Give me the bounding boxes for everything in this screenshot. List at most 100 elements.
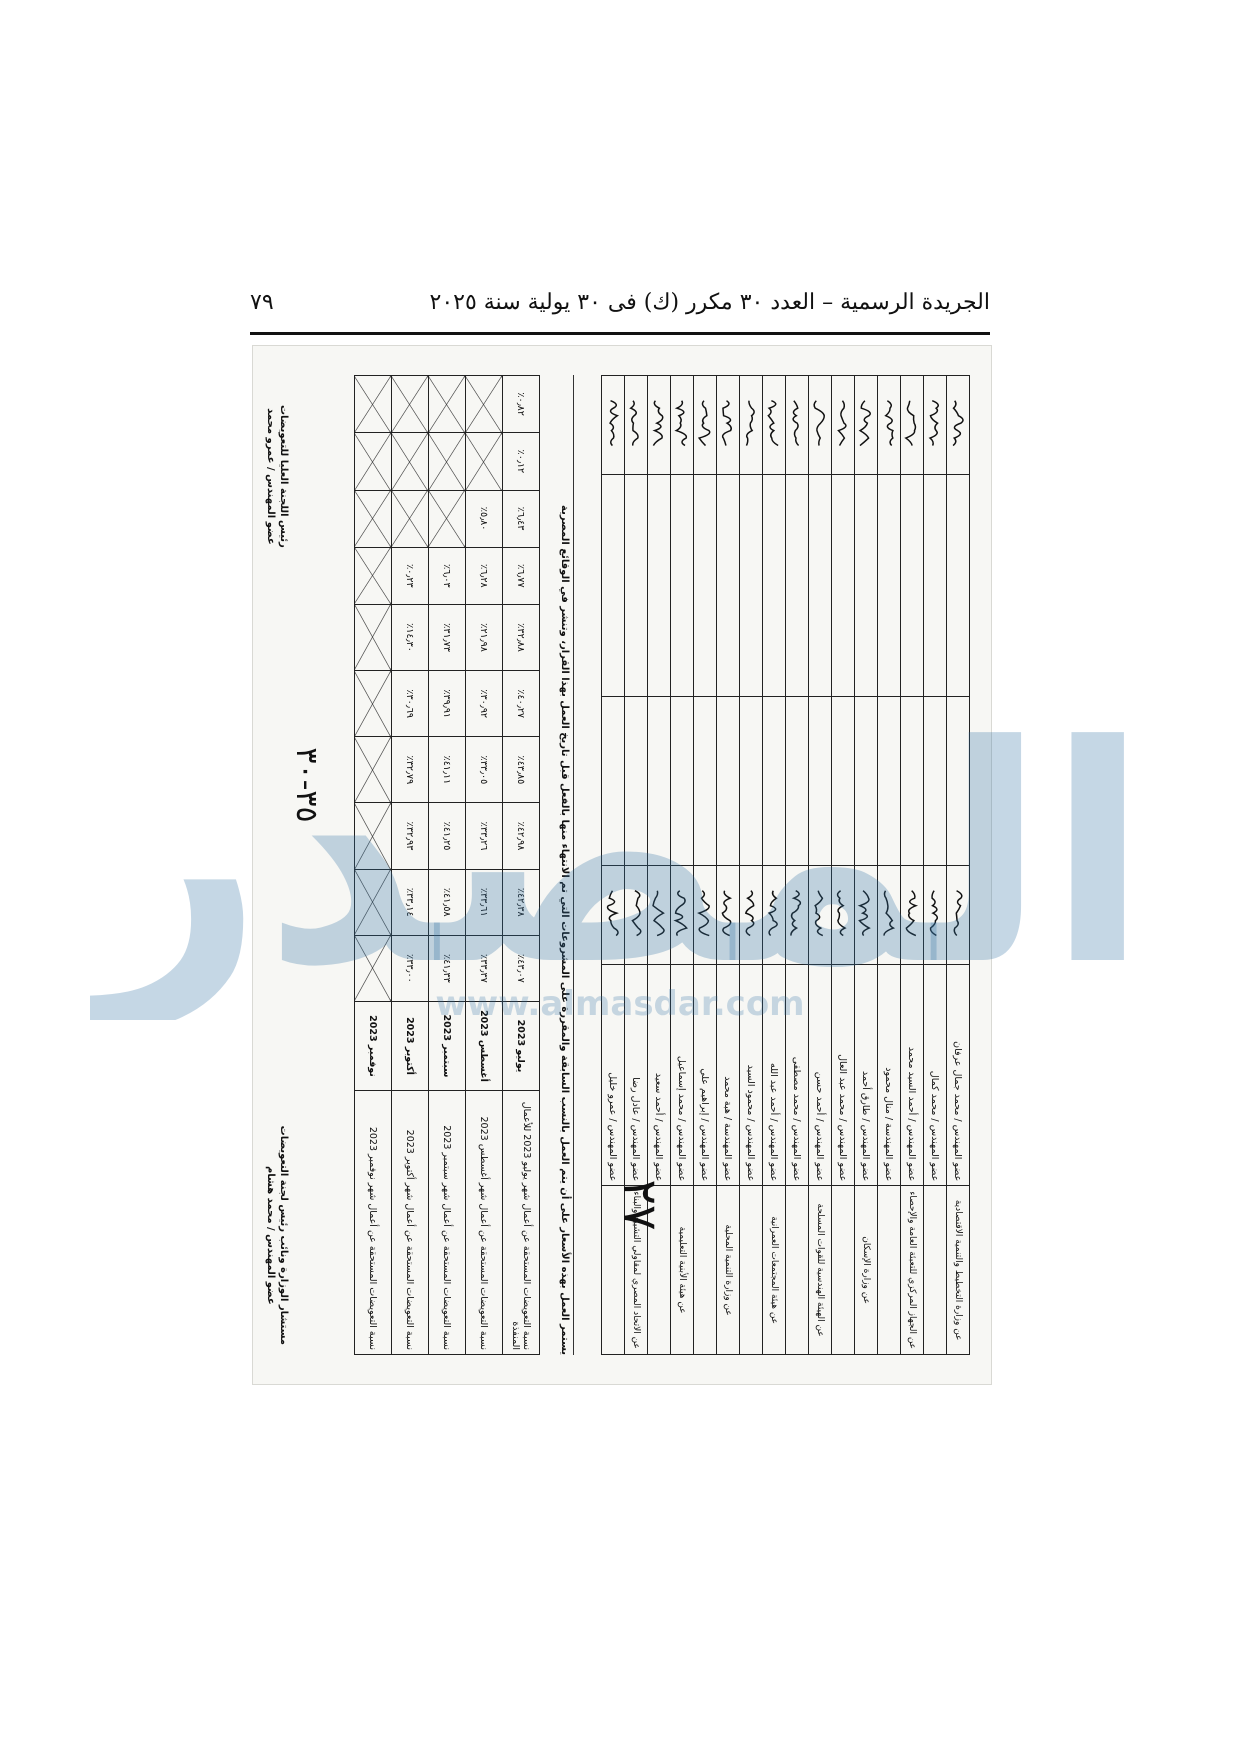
- crossed-cell: [354, 432, 392, 491]
- empty-cell: [877, 696, 901, 866]
- row-label: نسبة التعويضات المستحقة عن أعمال شهر أغس…: [465, 1090, 503, 1355]
- percentage-value: ٦٫٤٣٪: [502, 490, 540, 548]
- percentage-value: ٣٣٫٣٧٪: [465, 935, 503, 1002]
- entity-cell: عن هيئة الأبنية التعليمية: [670, 1185, 694, 1355]
- percentage-value: ٤١٫٢٥٪: [428, 802, 466, 870]
- footer-signatory-left: رئيس اللجنة العليا للتعويضات عضو المهندس…: [264, 405, 290, 548]
- signature-mark: [790, 889, 802, 936]
- empty-cell: [808, 474, 832, 697]
- table-note: يستمر العمل بهذه الأسعار على أن يتم العم…: [546, 375, 574, 1355]
- empty-cell: [693, 696, 717, 866]
- entity-cell: عن الهيئة الهندسية للقوات المسلحة: [808, 1185, 832, 1355]
- percentage-value: ٤٠٫٢٧٪: [502, 670, 540, 737]
- entity-cell: [831, 1185, 855, 1355]
- percentage-value: ٠٫١٢٪: [502, 432, 540, 491]
- signature-cell: [762, 375, 786, 475]
- crossed-cell: [465, 432, 503, 491]
- signature-row: عضو المهندس / محمد كمال: [923, 375, 947, 1355]
- signature-cell: [854, 865, 878, 965]
- signature-cell: [624, 865, 648, 965]
- crossed-cell: [354, 802, 392, 870]
- signature-cell: [693, 865, 717, 965]
- entity-cell: عن هيئة المجتمعات العمرانية: [762, 1185, 786, 1355]
- signature-cell: [923, 865, 947, 965]
- signature-mark: [745, 400, 755, 446]
- entity-cell: [693, 1185, 717, 1355]
- percentage-value: ٣٢٫٩٣٪: [391, 802, 429, 870]
- crossed-cell: [465, 375, 503, 433]
- signature-cell: [785, 865, 809, 965]
- month-cell: يوليو 2023: [502, 1001, 540, 1091]
- signature-row: عضو المهندس / إبراهيم علي: [693, 375, 717, 1355]
- signature-mark: [721, 889, 733, 936]
- empty-cell: [624, 474, 648, 697]
- percentage-value: ٤٣٫٨٥٪: [502, 736, 540, 803]
- crossed-cell: [391, 432, 429, 491]
- handwritten-annotation-small: ٣٥-٣٠: [289, 747, 324, 822]
- percentage-value: ٠٫٨٢٪: [502, 375, 540, 433]
- signature-cell: [785, 375, 809, 475]
- member-name: عضو المهندس / محمد كمال: [923, 964, 947, 1186]
- entity-cell: عن وزارة التخطيط والتنمية الاقتصادية: [946, 1185, 970, 1355]
- empty-cell: [762, 474, 786, 697]
- footer-right-name: عضو المهندس / محمد هشام: [265, 1165, 276, 1305]
- signature-mark: [673, 889, 688, 936]
- empty-cell: [923, 474, 947, 697]
- signature-mark: [952, 400, 964, 447]
- signature-mark: [652, 890, 665, 936]
- signature-cell: [808, 375, 832, 475]
- signature-row: عضو المهندسة / منال محمود: [877, 375, 901, 1355]
- signature-mark: [858, 400, 871, 447]
- signature-mark: [744, 889, 755, 936]
- percentage-value: ٣٣٫٠٠٪: [391, 935, 429, 1002]
- entity-cell: عن الجهاز المركزي للتعبئة العامة والإحصا…: [900, 1185, 924, 1355]
- empty-cell: [808, 696, 832, 866]
- signature-cell: [601, 865, 625, 965]
- crossed-cell: [354, 490, 392, 548]
- empty-cell: [670, 696, 694, 866]
- percentage-value: ٦٫٢٨٪: [465, 547, 503, 605]
- signature-cell: [624, 375, 648, 475]
- signature-cell: [739, 865, 763, 965]
- empty-cell: [831, 474, 855, 697]
- member-name: عضو المهندس / محمود السيد: [739, 964, 763, 1186]
- empty-cell: [785, 474, 809, 697]
- signature-cell: [900, 375, 924, 475]
- signature-cell: [762, 865, 786, 965]
- member-name: عضو المهندس / محمد مصطفى: [785, 964, 809, 1186]
- signature-cell: [647, 865, 671, 965]
- percentage-value: ٣٢٫٧٩٪: [391, 736, 429, 803]
- empty-cell: [601, 696, 625, 866]
- signature-cell: [877, 865, 901, 965]
- percentage-value: ٦٫٧٧٪: [502, 547, 540, 605]
- handwritten-number-1: ٢٧: [612, 1179, 667, 1230]
- empty-cell: [923, 696, 947, 866]
- signature-cell: [693, 375, 717, 475]
- signature-row: عضو المهندس / أحمد سعيد: [647, 375, 671, 1355]
- signature-mark: [857, 889, 871, 936]
- member-name: عضو المهندسة / منال محمود: [877, 964, 901, 1186]
- empty-cell: [670, 474, 694, 697]
- percentage-value: ٥٫٨٠٪: [465, 490, 503, 548]
- empty-cell: [854, 474, 878, 697]
- signature-mark: [884, 400, 894, 447]
- signature-cell: [739, 375, 763, 475]
- signature-row: عضو المهندس / محمود السيد: [739, 375, 763, 1355]
- crossed-cell: [354, 604, 392, 671]
- empty-cell: [854, 696, 878, 866]
- signature-cell: [946, 865, 970, 965]
- member-name: عضو المهندسة / هبة محمد: [716, 964, 740, 1186]
- member-name: عضو المهندس / محمد جمال عرفان: [946, 964, 970, 1186]
- percentage-value: ٣٣٫٢٦٪: [465, 802, 503, 870]
- signature-mark: [631, 889, 642, 936]
- signature-cell: [601, 375, 625, 475]
- crossed-cell: [354, 935, 392, 1002]
- percentage-value: ٤٣٫٠٧٪: [502, 935, 540, 1002]
- signature-mark: [953, 889, 963, 936]
- signature-mark: [813, 400, 825, 446]
- signature-cell: [831, 865, 855, 965]
